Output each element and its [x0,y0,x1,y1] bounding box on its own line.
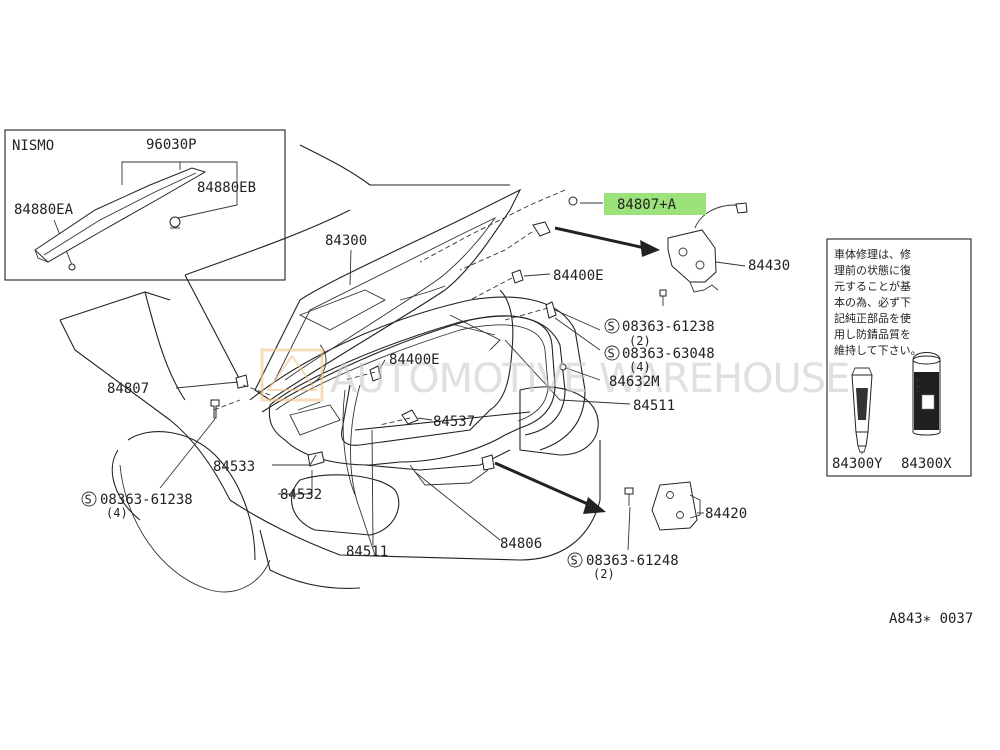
part-84806-label: 84806 [500,536,542,552]
part-08363-61238-left-label: 08363-61238 [100,492,193,508]
highlight-84807a [604,193,706,215]
trunk-lock-84430 [659,202,748,306]
qty-2-bottom-label: (2) [593,567,615,581]
leader-lines [159,189,746,551]
part-84533-label: 84533 [213,459,255,475]
part-84511-right-label: 84511 [633,398,675,414]
part-08363-61238-right-label: 08363-61238 [622,319,715,335]
watermark: AUTOMOTIVE WAREHOUSE [260,348,850,402]
qty-4-right-label: (4) [629,360,651,374]
note-line-3: 元することが基 [834,279,911,293]
weatherstrip-84806 [268,315,556,466]
part-84511-bottom-label: 84511 [346,544,388,560]
note-line-7: 維持して下さい。 [834,343,922,357]
note-line-6: 用し防錆品質を [834,327,911,341]
torsion-bars-84511 [289,289,514,556]
nismo-inset: NISMO 96030P 84880EB 84880EA [4,129,286,281]
part-84632m-label: 84632M [609,374,660,390]
part-84430-label: 84430 [748,258,790,274]
note-line-1: 車体修理は、修 [834,247,911,261]
trunk-striker-84420 [624,481,701,531]
part-84532-label: 84532 [280,487,322,503]
s-symbol-3: S [85,493,92,507]
part-labels: 84300 84807+A 84430 84400E S 08363-61238… [81,197,973,627]
note-line-5: 記純正部品を使 [834,311,911,325]
arrows [494,226,660,514]
part-08363-61248-label: 08363-61248 [586,553,679,569]
part-84400e-top-label: 84400E [553,268,604,284]
part-84300-label: 84300 [325,233,367,249]
spray-can-84300x [912,352,941,436]
s-symbol-4: S [571,554,578,568]
s-symbol-1: S [608,320,615,334]
note-line-4: 本の為、必ず下 [834,295,911,309]
part-84880ea-label: 84880EA [14,202,74,218]
part-08363-63048-label: 08363-63048 [622,346,715,362]
part-84420-label: 84420 [705,506,747,522]
part-96030p-label: 96030P [146,137,197,153]
watermark-text: AUTOMOTIVE WAREHOUSE [330,356,849,402]
part-84400e-mid-label: 84400E [389,352,440,368]
repair-note-box: 車体修理は、修 理前の状態に復 元することが基 本の為、必ず下 記純正部品を使 … [826,238,972,477]
part-84300y-label: 84300Y [832,456,883,472]
diagram-code: A843∗ 0037 [889,611,973,627]
part-84807-label: 84807 [107,381,149,397]
nismo-label: NISMO [12,138,54,154]
part-84300x-label: 84300X [901,456,952,472]
note-line-2: 理前の状態に復 [834,263,911,277]
qty-2-right-label: (2) [629,334,651,348]
sealant-tube-84300y [851,367,873,453]
s-symbol-2: S [608,347,615,361]
part-84807a-label: 84807+A [617,197,677,213]
part-84537-label: 84537 [433,414,475,430]
fasteners [210,196,578,471]
trunk-lid-84300 [254,188,522,401]
part-84880eb-label: 84880EB [197,180,256,196]
qty-4-left-label: (4) [106,506,128,520]
